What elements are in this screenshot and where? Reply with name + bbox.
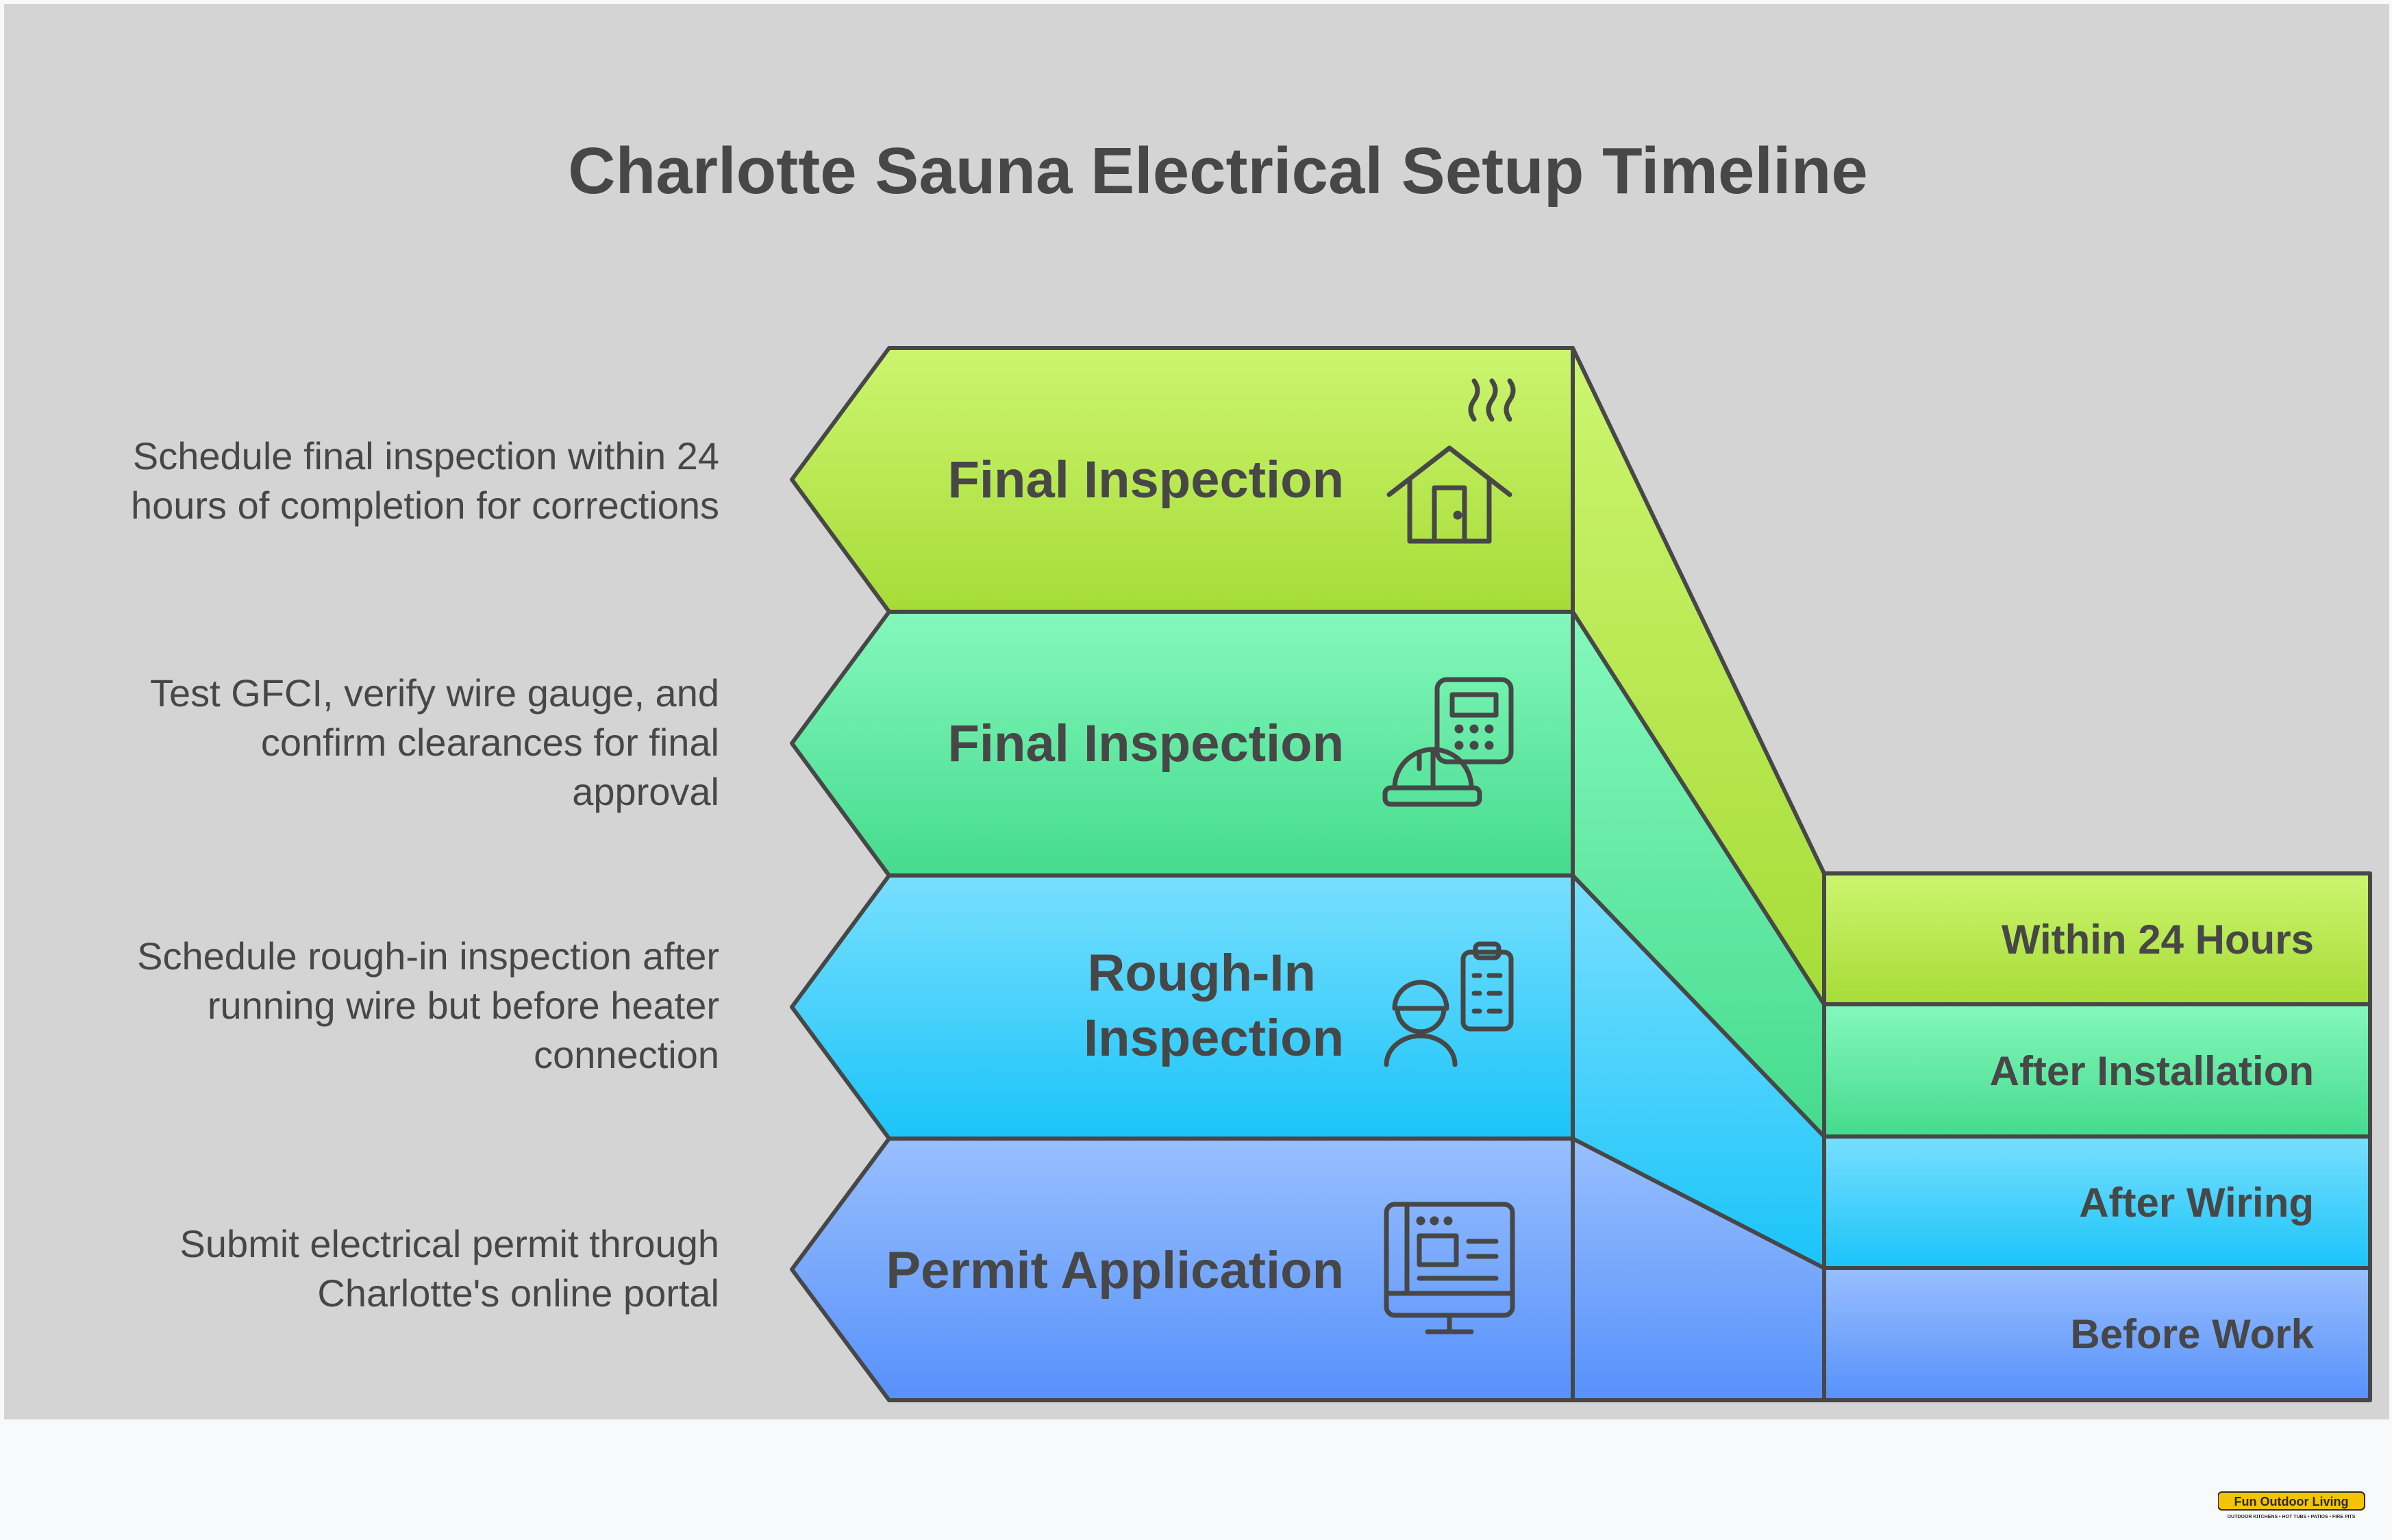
step-label-3: Rough-In Inspection	[1084, 944, 1344, 1067]
step-shape-4	[790, 1137, 1575, 1402]
hardhat-calculator-icon	[1382, 677, 1514, 807]
computer-form-icon	[1384, 1202, 1515, 1334]
timing-bar-4	[1822, 1266, 2372, 1402]
timing-bar-2	[1822, 1002, 2372, 1139]
inspector-clipboard-icon	[1384, 941, 1514, 1067]
step-shape-3	[790, 873, 1575, 1141]
step-description-1: Schedule final inspection within 24 hour…	[130, 434, 719, 527]
step-description-2: Test GFCI, verify wire gauge, and confir…	[149, 671, 719, 813]
step-label-4: Permit Application	[886, 1241, 1344, 1300]
timing-bar-1	[1822, 871, 2372, 1006]
timing-label-2: After Installation	[1990, 1048, 2314, 1094]
step-label-1: Final Inspection	[948, 451, 1345, 509]
logo-brand-text: Fun Outdoor Living	[2234, 1495, 2349, 1508]
timing-label-3: After Wiring	[2079, 1180, 2314, 1226]
step-label-2: Final Inspection	[948, 715, 1345, 773]
timing-bar-3	[1822, 1134, 2372, 1270]
page-title: Charlotte Sauna Electrical Setup Timelin…	[568, 134, 1867, 208]
timing-label-4: Before Work	[2070, 1311, 2314, 1357]
timing-label-1: Within 24 Hours	[2002, 917, 2314, 962]
brand-logo: Fun Outdoor Living OUTDOOR KITCHENS • HO…	[2218, 1491, 2365, 1519]
step-label-3-line-2: Inspection	[1084, 1009, 1344, 1067]
step-description-4: Submit electrical permit through Charlot…	[179, 1222, 719, 1315]
logo-tagline-text: OUTDOOR KITCHENS • HOT TUBS • PATIOS • F…	[2228, 1515, 2356, 1519]
sauna-house-icon	[1386, 378, 1516, 544]
step-label-3-line-1: Rough-In	[1087, 944, 1315, 1002]
step-description-3: Schedule rough-in inspection after runni…	[137, 934, 719, 1076]
